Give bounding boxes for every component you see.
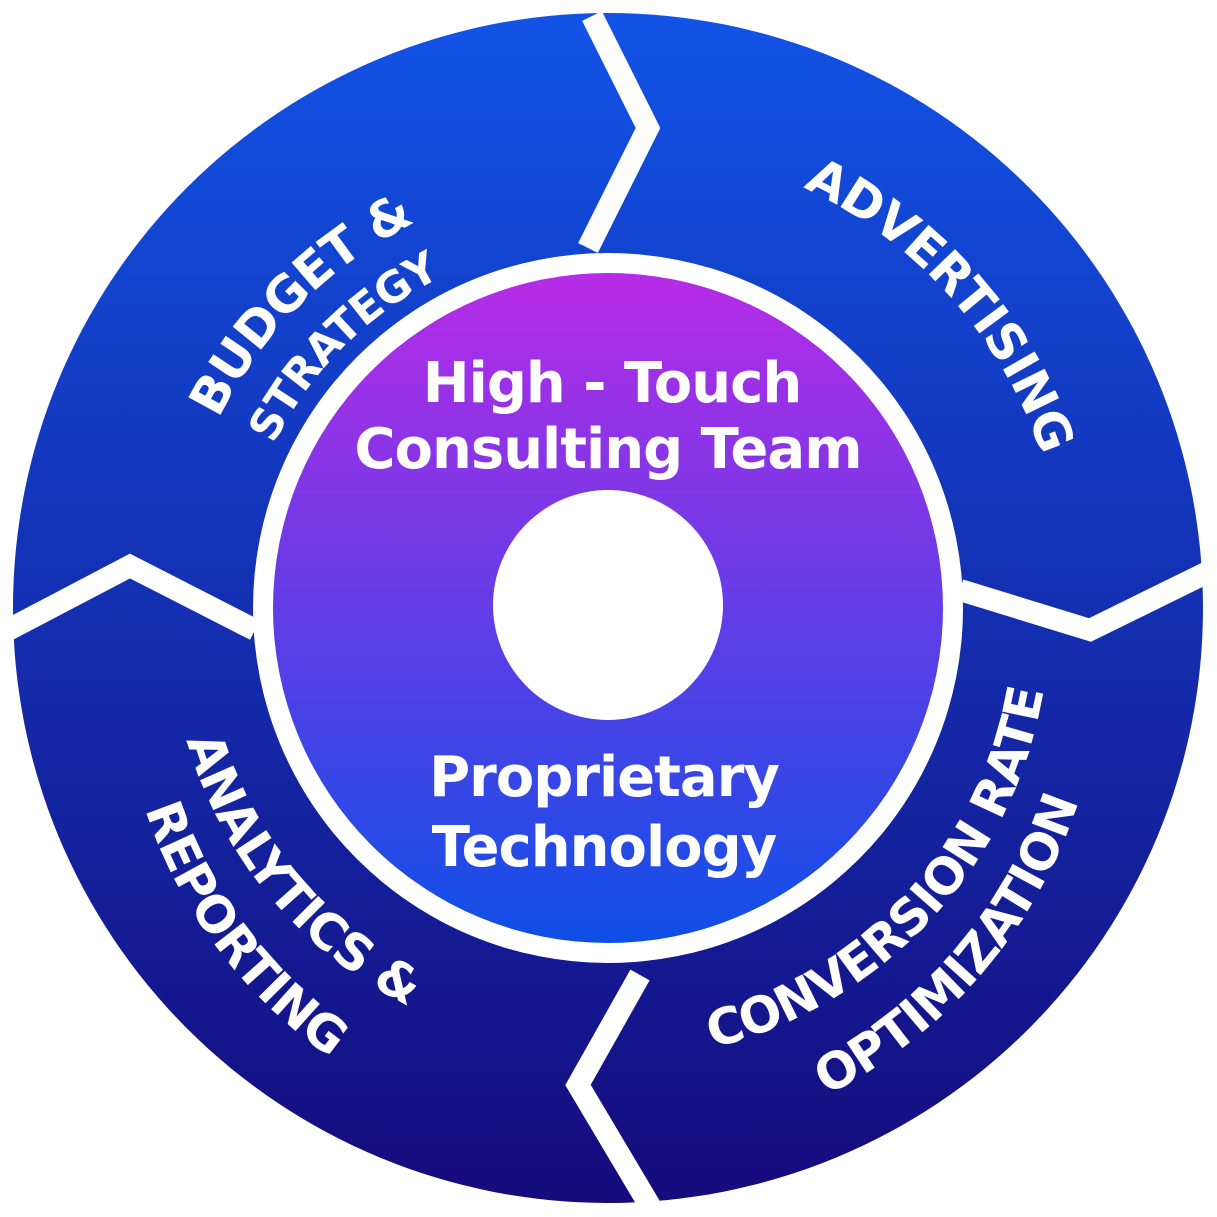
separator-left	[2, 553, 261, 640]
hub-bottom-line-2: Technology	[432, 815, 777, 880]
center-hole	[493, 490, 723, 720]
separator-right	[956, 560, 1217, 642]
separator-top	[578, 11, 661, 253]
hub-top-line-2: Consulting Team	[354, 417, 861, 482]
hub-top-line-1: High - Touch	[423, 351, 801, 416]
hub-bottom-line-1: Proprietary	[429, 745, 779, 810]
separator-bottom	[565, 969, 660, 1212]
